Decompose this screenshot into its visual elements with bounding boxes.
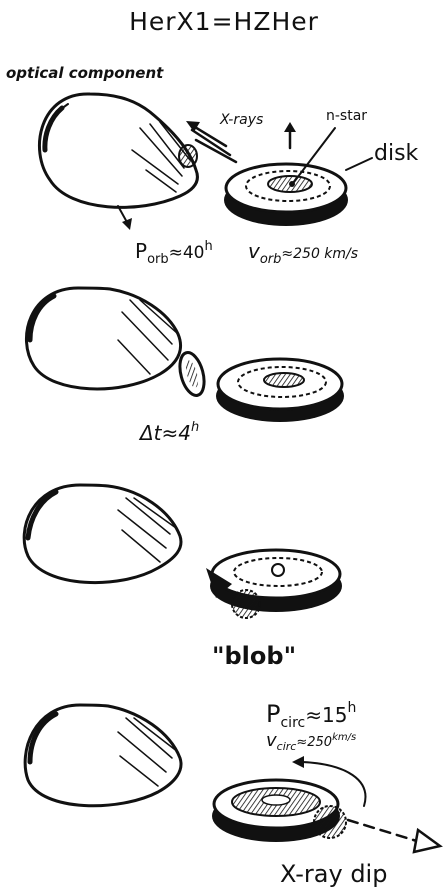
delta-t-label: Δt≈4h [138, 420, 199, 445]
accretion-disk-3 [206, 550, 342, 612]
pcirc-label: Pcirc≈15h [266, 700, 356, 731]
blob-clump-4 [314, 806, 346, 838]
accretion-disk-2 [216, 359, 344, 422]
vcirc-label: vcirc≈250km/s [266, 730, 356, 753]
diagram-title: HerX1=HZHer [129, 7, 319, 36]
panel-4-xray-dip: Pcirc≈15h vcirc≈250km/s X-ray dip [25, 700, 440, 888]
panel-1-orbit: optical component X-rays n-star disk [6, 64, 419, 267]
roche-lobe-overflow [179, 145, 197, 167]
accretion-disk [224, 164, 348, 226]
disk-pointer [346, 158, 372, 170]
disk-label: disk [374, 141, 419, 166]
panel-2-eclipse: Δt≈4h [26, 288, 344, 445]
blob-clump [232, 590, 260, 618]
blob-label: "blob" [212, 642, 296, 670]
optical-star-shape-2 [26, 288, 180, 389]
xray-dip-arrow [348, 820, 420, 842]
porb-label: Porb≈40h [135, 239, 213, 267]
panel-3-blob: "blob" [24, 485, 342, 670]
optical-component-label: optical component [6, 64, 164, 82]
xray-dip-label: X-ray dip [280, 860, 387, 888]
xrays-label: X-rays [219, 112, 263, 128]
vorb-label: vorb≈250 km/s [248, 239, 358, 267]
nstar-label: n-star [326, 108, 367, 124]
